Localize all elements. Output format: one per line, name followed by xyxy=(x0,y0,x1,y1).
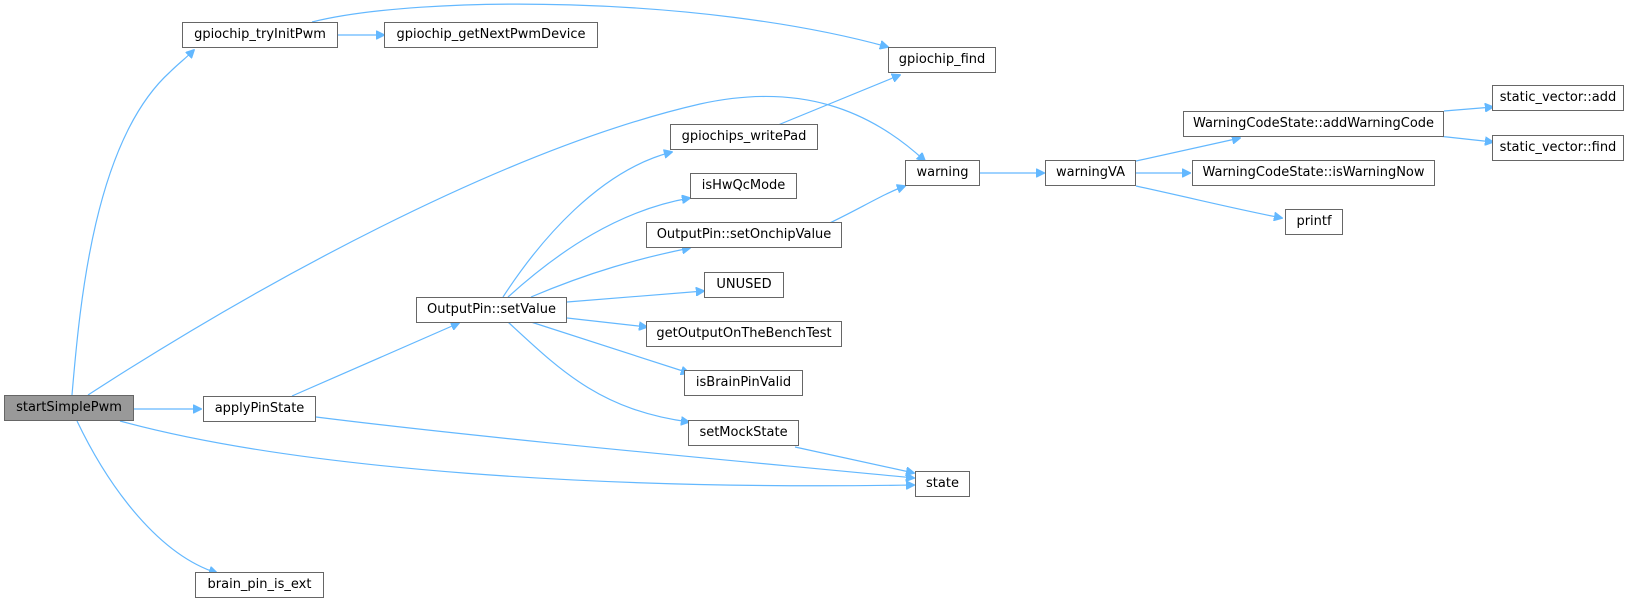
node-getOutputOnTheBenchTest[interactable]: getOutputOnTheBenchTest xyxy=(646,321,842,347)
node-static_vector_add[interactable]: static_vector::add xyxy=(1492,85,1624,111)
node-startSimplePwm[interactable]: startSimplePwm xyxy=(4,395,134,421)
node-gpiochips_writePad[interactable]: gpiochips_writePad xyxy=(670,124,818,150)
node-warningVA[interactable]: warningVA xyxy=(1045,160,1136,186)
node-isBrainPinValid[interactable]: isBrainPinValid xyxy=(684,370,803,396)
node-OutputPin_setValue[interactable]: OutputPin::setValue xyxy=(416,297,567,323)
edge-startSimplePwm-brain_pin_is_ext xyxy=(76,420,217,573)
edge-gpiochips_writePad-gpiochip_find xyxy=(777,75,900,126)
node-WarningCodeState_addWarningCode[interactable]: WarningCodeState::addWarningCode xyxy=(1183,111,1444,137)
edge-setValue-setMockState xyxy=(507,321,689,422)
node-UNUSED[interactable]: UNUSED xyxy=(704,272,784,298)
edge-warningVA-addWarningCode xyxy=(1135,138,1240,162)
node-warning[interactable]: warning xyxy=(905,160,980,186)
edge-applyPinState-OutputPin_setValue xyxy=(291,323,459,397)
node-static_vector_find[interactable]: static_vector::find xyxy=(1492,135,1624,161)
edge-setValue-getOutputOnTheBenchTest xyxy=(566,317,647,327)
node-setMockState[interactable]: setMockState xyxy=(688,420,799,446)
node-applyPinState[interactable]: applyPinState xyxy=(203,396,316,422)
node-brain_pin_is_ext[interactable]: brain_pin_is_ext xyxy=(195,572,324,598)
edge-setValue-UNUSED xyxy=(566,291,704,303)
node-printf[interactable]: printf xyxy=(1285,209,1343,235)
node-WarningCodeState_isWarningNow[interactable]: WarningCodeState::isWarningNow xyxy=(1192,160,1435,186)
node-gpiochip_find[interactable]: gpiochip_find xyxy=(888,47,996,73)
node-state[interactable]: state xyxy=(915,471,970,497)
edge-setValue-isHwQcMode xyxy=(507,198,690,298)
edge-setValue-gpiochips_writePad xyxy=(502,152,672,298)
node-gpiochip_tryInitPwm[interactable]: gpiochip_tryInitPwm xyxy=(182,22,338,48)
edge-startSimplePwm-state xyxy=(119,420,914,486)
edge-addWarningCode-static_vector_find xyxy=(1437,135,1493,142)
edge-setValue-OutputPin_setOnchipValue xyxy=(530,248,690,298)
node-isHwQcMode[interactable]: isHwQcMode xyxy=(690,173,797,199)
edge-gpiochip_tryInitPwm-gpiochip_find xyxy=(311,3,888,47)
node-OutputPin_setOnchipValue[interactable]: OutputPin::setOnchipValue xyxy=(646,222,842,248)
edge-warningVA-printf xyxy=(1135,185,1282,218)
edge-applyPinState-state xyxy=(315,416,914,478)
edge-startSimplePwm-warning xyxy=(87,95,925,396)
edge-startSimplePwm-gpiochip_tryInitPwm xyxy=(71,50,194,396)
edge-setValue-isBrainPinValid xyxy=(530,321,689,373)
node-gpiochip_getNextPwmDevice[interactable]: gpiochip_getNextPwmDevice xyxy=(384,22,598,48)
edge-addWarningCode-static_vector_add xyxy=(1443,107,1493,111)
edge-setMockState-state xyxy=(794,446,914,473)
